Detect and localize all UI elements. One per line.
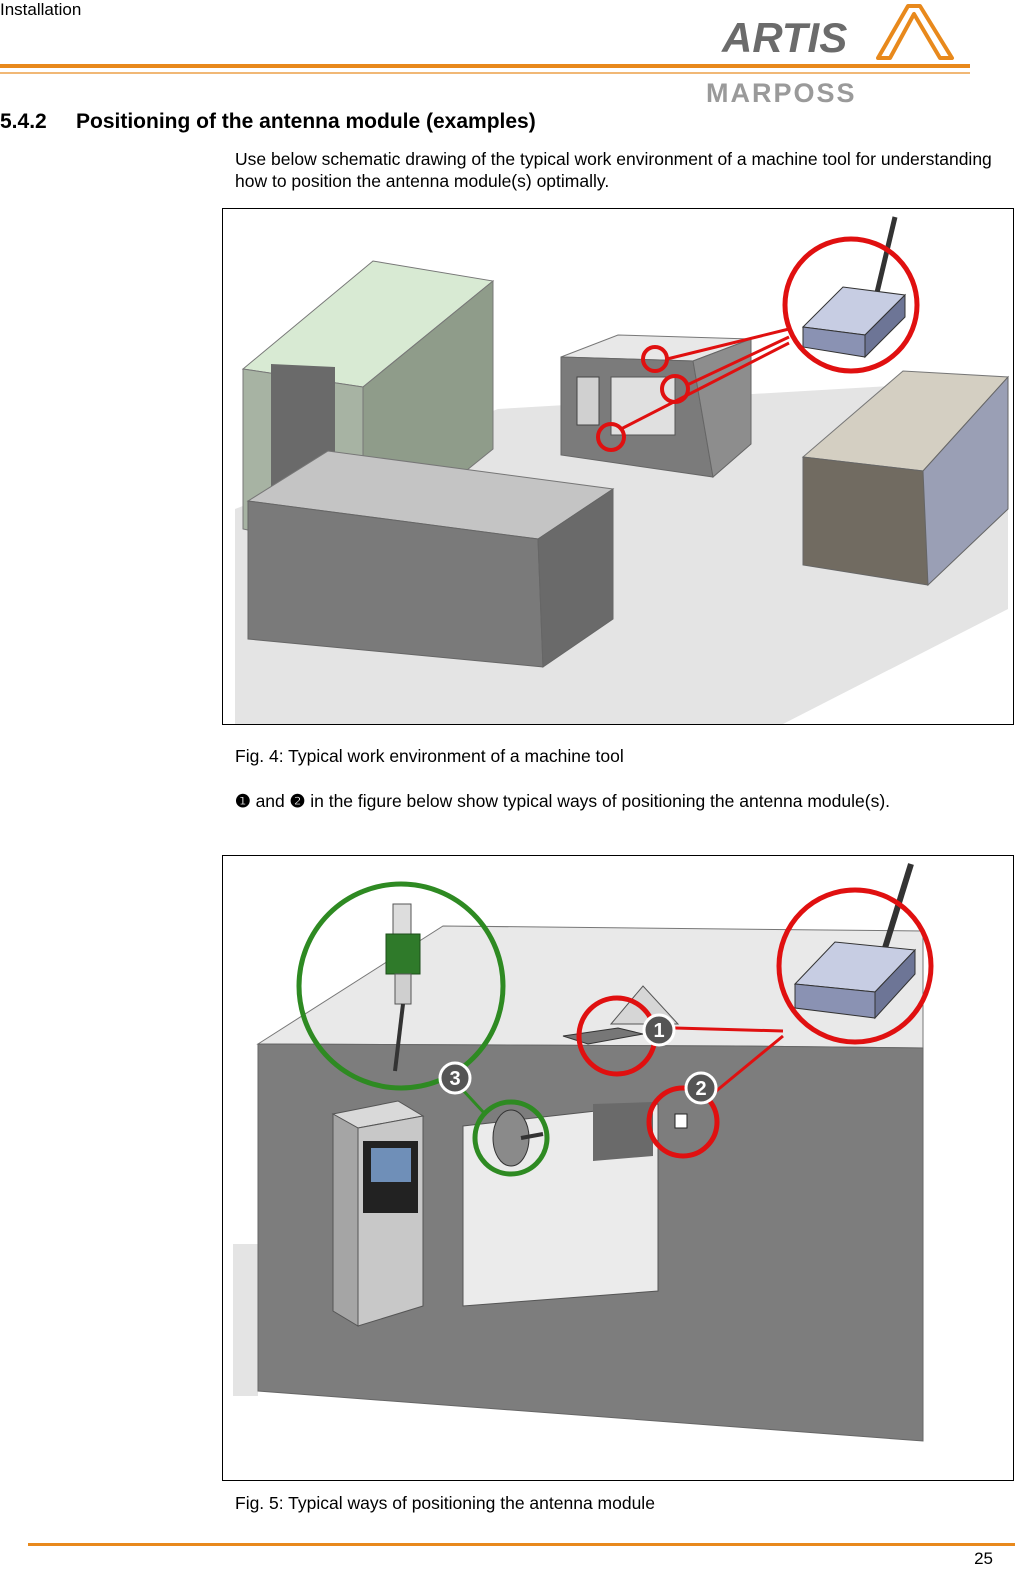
svg-text:1: 1 bbox=[653, 1020, 664, 1042]
logo-marposs-text: MARPOSS bbox=[706, 78, 857, 108]
figure-1-caption: Fig. 4: Typical work environment of a ma… bbox=[235, 746, 624, 766]
section-number: 5.4.2 bbox=[0, 110, 47, 133]
marker-2: 2 bbox=[684, 1071, 718, 1105]
and-word: and bbox=[255, 791, 285, 811]
paragraph-2-text: in the figure below show typical ways of… bbox=[310, 791, 891, 811]
figure-2: 1 2 3 bbox=[222, 855, 1014, 1481]
marker-1: 1 bbox=[642, 1013, 676, 1047]
svg-text:2: 2 bbox=[695, 1078, 706, 1100]
bullet-1: ❶ bbox=[235, 791, 251, 811]
header-section-label: Installation bbox=[0, 0, 82, 19]
bullet-2: ❷ bbox=[289, 791, 306, 811]
positioning-paragraph: ❶ and ❷ in the figure below show typical… bbox=[235, 790, 1001, 812]
figure-1 bbox=[222, 208, 1014, 725]
figure-2-caption: Fig. 5: Typical ways of positioning the … bbox=[235, 1493, 655, 1513]
logo-artis-text: ARTIS bbox=[721, 14, 847, 61]
marker-3: 3 bbox=[438, 1061, 472, 1095]
section-heading: 5.4.2 Positioning of the antenna module (… bbox=[0, 110, 536, 134]
intro-paragraph: Use below schematic drawing of the typic… bbox=[235, 149, 992, 191]
svg-text:3: 3 bbox=[449, 1068, 460, 1090]
artis-marposs-logo: ARTIS MARPOSS bbox=[0, 4, 970, 108]
footer-divider bbox=[28, 1543, 1015, 1546]
machine-environment-illustration bbox=[235, 216, 1010, 724]
antenna-positioning-illustration: 1 2 3 bbox=[233, 863, 934, 1442]
page-number: 25 bbox=[974, 1549, 993, 1568]
section-title: Positioning of the antenna module (examp… bbox=[76, 110, 536, 133]
